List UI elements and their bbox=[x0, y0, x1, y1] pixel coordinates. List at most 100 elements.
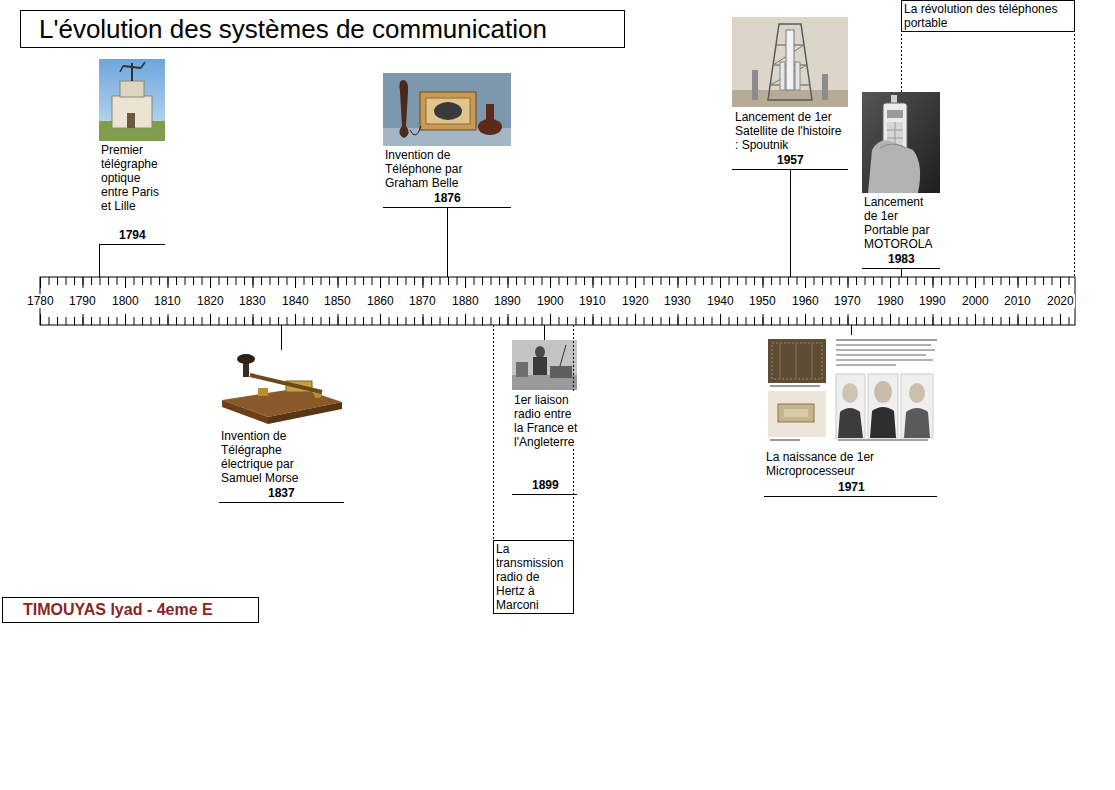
axis-year: 1880 bbox=[451, 294, 480, 308]
axis-year: 1780 bbox=[26, 294, 55, 308]
optical-telegraph-picture bbox=[99, 59, 165, 141]
microprocessor-pictures bbox=[842, 383, 858, 403]
dotted-span-lines bbox=[1074, 34, 1075, 277]
telegraph-key-picture bbox=[258, 388, 268, 396]
box-text: La transmission radio de Hertz à Marconi bbox=[496, 542, 571, 612]
sputnik-picture bbox=[768, 24, 812, 100]
axis-year: 1990 bbox=[918, 294, 947, 308]
event-leader-lines bbox=[862, 268, 940, 269]
note-box: La transmission radio de Hertz à Marconi bbox=[493, 540, 574, 614]
title-box: L'évolution des systèmes de communicatio… bbox=[20, 10, 625, 48]
event-year: 1837 bbox=[268, 486, 295, 500]
microprocessor-pictures bbox=[836, 364, 896, 366]
event-year: 1899 bbox=[532, 478, 559, 492]
mobile-phone-picture bbox=[887, 110, 903, 118]
telegraph-key-picture bbox=[222, 354, 342, 424]
event-text: La naissance de 1er Microprocesseur bbox=[766, 450, 886, 478]
microprocessor-pictures bbox=[868, 374, 898, 438]
axis-year: 2000 bbox=[961, 294, 990, 308]
optical-telegraph-picture bbox=[120, 66, 123, 72]
microprocessor-pictures bbox=[836, 374, 865, 438]
axis-year: 1840 bbox=[281, 294, 310, 308]
dotted-span-lines bbox=[493, 325, 494, 540]
axis-year: 1980 bbox=[876, 294, 905, 308]
radio-photo bbox=[512, 340, 577, 390]
microprocessor-pictures bbox=[768, 339, 937, 441]
telegraph-key-picture bbox=[268, 402, 342, 424]
telegraph-key-picture bbox=[237, 354, 255, 364]
axis-year: 1820 bbox=[196, 294, 225, 308]
microprocessor-pictures bbox=[796, 343, 797, 379]
microprocessor-pictures bbox=[784, 409, 808, 417]
optical-telegraph-picture bbox=[131, 63, 133, 81]
microprocessor-pictures bbox=[838, 408, 863, 438]
axis-year: 1830 bbox=[238, 294, 267, 308]
axis-year: 2020 bbox=[1046, 294, 1075, 308]
event-leader-lines bbox=[447, 207, 448, 277]
microprocessor-pictures bbox=[836, 359, 933, 361]
telephone-picture bbox=[426, 98, 470, 124]
time-axis bbox=[40, 277, 1075, 325]
dotted-span-lines bbox=[494, 34, 1075, 540]
sputnik-picture bbox=[822, 74, 828, 100]
optical-telegraph-picture bbox=[141, 62, 145, 68]
box-text: La révolution des téléphones portable bbox=[904, 2, 1072, 30]
microprocessor-pictures bbox=[778, 404, 814, 422]
telephone-picture bbox=[434, 102, 462, 120]
sputnik-picture bbox=[795, 62, 800, 90]
microprocessor-pictures bbox=[901, 374, 933, 438]
event-leader-lines bbox=[512, 494, 577, 495]
microprocessor-pictures bbox=[874, 381, 892, 403]
event-leader-lines bbox=[764, 496, 937, 497]
telephone-picture bbox=[410, 126, 421, 135]
event-text: Invention de Téléphone par Graham Belle bbox=[385, 148, 485, 190]
sputnik-picture bbox=[752, 70, 758, 100]
event-leader-lines bbox=[99, 244, 100, 277]
event-leader-lines bbox=[383, 207, 511, 208]
mobile-phone-picture bbox=[868, 140, 920, 193]
event-leader-lines bbox=[544, 325, 545, 340]
optical-telegraph-picture bbox=[99, 59, 165, 141]
radio-photo bbox=[560, 345, 566, 366]
telephone-picture bbox=[383, 73, 511, 146]
radio-photo bbox=[550, 366, 572, 378]
axis-year: 1850 bbox=[323, 294, 352, 308]
event-text: Premier télégraphe optique entre Paris e… bbox=[101, 143, 167, 213]
microprocessor-pictures bbox=[836, 354, 926, 356]
title-text: L'évolution des systèmes de communicatio… bbox=[39, 14, 547, 44]
microprocessor-pictures bbox=[768, 339, 826, 383]
event-leader-lines bbox=[219, 502, 344, 503]
axis-year: 1790 bbox=[68, 294, 97, 308]
microprocessor-pictures bbox=[838, 439, 928, 441]
microprocessor-pictures bbox=[780, 343, 781, 379]
axis-year: 1800 bbox=[111, 294, 140, 308]
event-text: Lancement de 1er Portable par MOTOROLA bbox=[864, 195, 940, 251]
axis-year: 1930 bbox=[663, 294, 692, 308]
axis-year: 2010 bbox=[1003, 294, 1032, 308]
axis-year: 1970 bbox=[833, 294, 862, 308]
axis-year: 1950 bbox=[748, 294, 777, 308]
time-axis bbox=[40, 277, 1075, 325]
time-axis bbox=[40, 277, 1075, 325]
radio-photo bbox=[516, 362, 528, 377]
event-leader-lines bbox=[99, 244, 165, 245]
axis-year: 1920 bbox=[621, 294, 650, 308]
axis-year: 1900 bbox=[536, 294, 565, 308]
axis-year: 1910 bbox=[578, 294, 607, 308]
microprocessor-pictures bbox=[812, 343, 813, 379]
event-leader-lines bbox=[851, 325, 852, 335]
event-leader-lines bbox=[901, 268, 902, 277]
optical-telegraph-picture bbox=[120, 81, 144, 97]
sputnik-picture bbox=[732, 90, 848, 107]
telephone-picture bbox=[383, 73, 511, 146]
sputnik-picture bbox=[786, 30, 794, 90]
axis-year: 1870 bbox=[408, 294, 437, 308]
telegraph-key-picture bbox=[222, 400, 268, 424]
axis-year: 1960 bbox=[791, 294, 820, 308]
box-text: TIMOUYAS Iyad - 4eme E bbox=[23, 600, 252, 619]
microprocessor-pictures bbox=[836, 349, 935, 351]
optical-telegraph-picture bbox=[127, 113, 135, 128]
microprocessor-pictures bbox=[770, 385, 820, 387]
axis-year: 1810 bbox=[153, 294, 182, 308]
